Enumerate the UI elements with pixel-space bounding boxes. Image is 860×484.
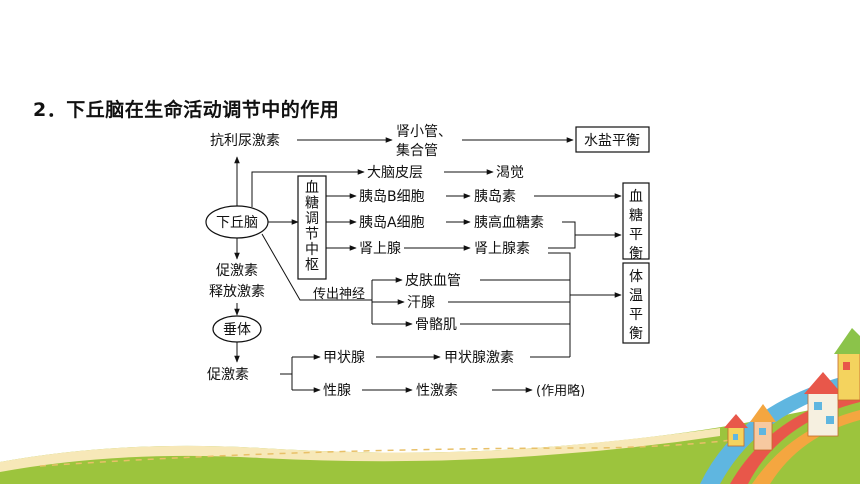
cortex-label: 大脑皮层 bbox=[367, 165, 423, 181]
thirst-label: 渴觉 bbox=[496, 165, 524, 181]
sex-hormone-label: 性激素 bbox=[416, 382, 458, 399]
thyroid-label: 甲状腺 bbox=[323, 350, 365, 366]
thyroxine-label: 甲状腺激素 bbox=[444, 349, 514, 366]
kidney-label-2: 集合管 bbox=[396, 142, 438, 159]
blood-sugar-balance-label: 血糖平衡 bbox=[629, 189, 643, 262]
body-temp-balance-box bbox=[622, 262, 650, 344]
insulin-label: 胰岛素 bbox=[474, 189, 516, 205]
cream-wave bbox=[0, 428, 720, 472]
dashed-path bbox=[39, 435, 761, 467]
gonad-label: 性腺 bbox=[323, 383, 351, 399]
efferent-nerve-label: 传出神经 bbox=[313, 287, 365, 302]
water-salt-label: 水盐平衡 bbox=[584, 133, 640, 149]
pituitary-node bbox=[212, 315, 262, 343]
sugar-center-box bbox=[297, 175, 327, 280]
adh-label: 抗利尿激素 bbox=[210, 132, 280, 149]
tropic-label: 促激素 bbox=[207, 366, 249, 383]
adrenal-label: 肾上腺 bbox=[359, 241, 401, 257]
hypothalamus-node bbox=[205, 205, 269, 239]
skeletal-muscle-label: 骨骼肌 bbox=[415, 317, 457, 333]
kidney-label-1: 肾小管、 bbox=[396, 124, 452, 140]
body-temp-balance-label: 体温平衡 bbox=[629, 269, 643, 342]
page-title: 2．下丘脑在生命活动调节中的作用 bbox=[33, 99, 340, 121]
glucagon-label: 胰高血糖素 bbox=[474, 214, 544, 231]
releasing-label-1: 促激素 bbox=[216, 262, 258, 279]
skin-vessel-label: 皮肤血管 bbox=[405, 273, 461, 289]
diagram-panel bbox=[208, 124, 653, 400]
hypothalamus-label: 下丘脑 bbox=[216, 215, 258, 231]
isleta-label: 胰岛A细胞 bbox=[359, 215, 425, 231]
blood-sugar-balance-box bbox=[622, 182, 650, 260]
arrow-hypothalamus-cortex bbox=[251, 169, 365, 207]
house-small-middle bbox=[750, 404, 776, 451]
releasing-label-2: 释放激素 bbox=[209, 283, 265, 300]
pituitary-label: 垂体 bbox=[223, 322, 251, 338]
red-arc bbox=[730, 392, 860, 484]
adrenaline-label: 肾上腺素 bbox=[474, 241, 530, 257]
sweat-gland-label: 汗腺 bbox=[407, 295, 435, 311]
line-adrenaline-temp bbox=[548, 252, 571, 357]
castle-tower bbox=[804, 328, 860, 437]
green-hill bbox=[0, 400, 860, 484]
water-salt-box bbox=[575, 126, 650, 153]
omitted-label: (作用略) bbox=[536, 383, 585, 399]
sugar-center-label: 血糖调节中枢 bbox=[305, 180, 319, 274]
isletb-label: 胰岛B细胞 bbox=[359, 189, 425, 205]
house-small-left bbox=[724, 414, 748, 447]
line-hypothalamus-nerve bbox=[261, 233, 372, 301]
